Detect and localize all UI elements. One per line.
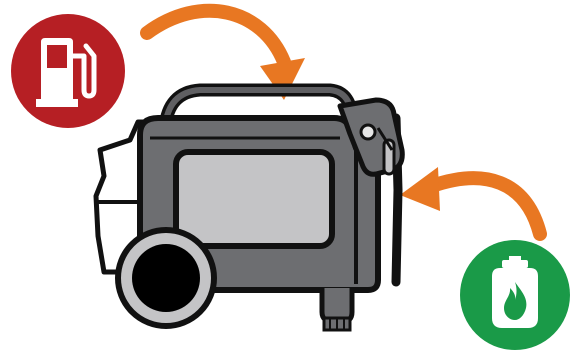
propane-inlet-valve-icon: [337, 97, 405, 177]
gasoline-badge: [11, 14, 125, 128]
propane-badge: [460, 240, 570, 350]
generator: [93, 83, 405, 332]
propane-arrow: [400, 167, 547, 241]
propane-arrow-head: [400, 167, 440, 211]
generator-wheel: [115, 227, 217, 329]
propane-arrow-shaft: [425, 171, 547, 241]
gasoline-arrow-head: [260, 58, 305, 100]
generator-front-panel: [173, 149, 335, 249]
gasoline-arrow: [140, 3, 305, 100]
fuel-pump-icon: [36, 38, 97, 107]
gasoline-arrow-shaft: [140, 3, 291, 69]
propane-tank-icon: [492, 256, 538, 328]
